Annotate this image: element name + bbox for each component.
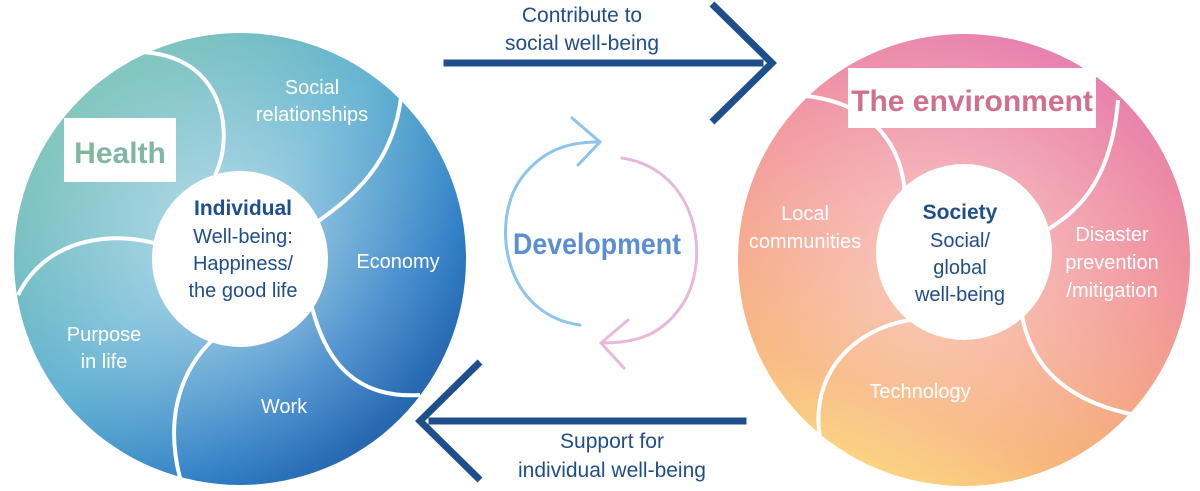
segment-work: Work (261, 396, 308, 418)
health-label: Health (74, 137, 166, 170)
bottom-arrow (415, 359, 747, 483)
individual-line-1: Well-being: (193, 226, 293, 248)
development-label: Development (513, 228, 681, 261)
bottom-arrow-line-1: Support for (560, 430, 664, 453)
development-cycle (504, 116, 699, 370)
segment-disaster-line-2: prevention (1065, 252, 1158, 274)
segment-purpose-line-1: Purpose (67, 324, 142, 346)
cycle-arrowhead-pink (598, 318, 630, 370)
cycle-arrowhead-blue (570, 116, 603, 167)
segment-local-line-1: Local (781, 203, 829, 225)
segment-purpose-line-2: in life (81, 351, 128, 373)
society-line-2: global (933, 257, 986, 279)
cycle-arrow-blue (504, 140, 600, 327)
society-title: Society (923, 201, 998, 224)
top-arrow (443, 1, 777, 125)
individual-circle: Health Individual Well-being: Happiness/… (14, 33, 466, 485)
cycle-arrow-pink (600, 156, 699, 345)
segment-social-line-1: Social (285, 77, 339, 99)
segment-disaster-line-1: Disaster (1075, 224, 1149, 246)
segment-economy: Economy (356, 251, 439, 273)
society-circle: The environment Society Social/ global w… (738, 34, 1190, 486)
individual-line-2: Happiness/ (193, 253, 294, 275)
segment-technology: Technology (869, 381, 970, 403)
top-arrow-line-2: social well-being (505, 32, 659, 55)
society-line-3: well-being (914, 284, 1005, 306)
health-tag: Health (64, 118, 176, 182)
individual-line-3: the good life (189, 280, 298, 302)
segment-disaster-line-3: /mitigation (1066, 280, 1157, 302)
individual-center (152, 171, 328, 347)
segment-social-line-2: relationships (256, 104, 368, 126)
environment-tag: The environment (848, 68, 1096, 128)
environment-label: The environment (851, 85, 1093, 118)
society-line-1: Social/ (930, 230, 990, 252)
segment-local-line-2: communities (749, 231, 861, 253)
top-arrow-line-1: Contribute to (522, 4, 642, 27)
individual-title: Individual (194, 197, 292, 220)
bottom-arrow-line-2: individual well-being (518, 459, 706, 482)
society-center (876, 164, 1052, 340)
